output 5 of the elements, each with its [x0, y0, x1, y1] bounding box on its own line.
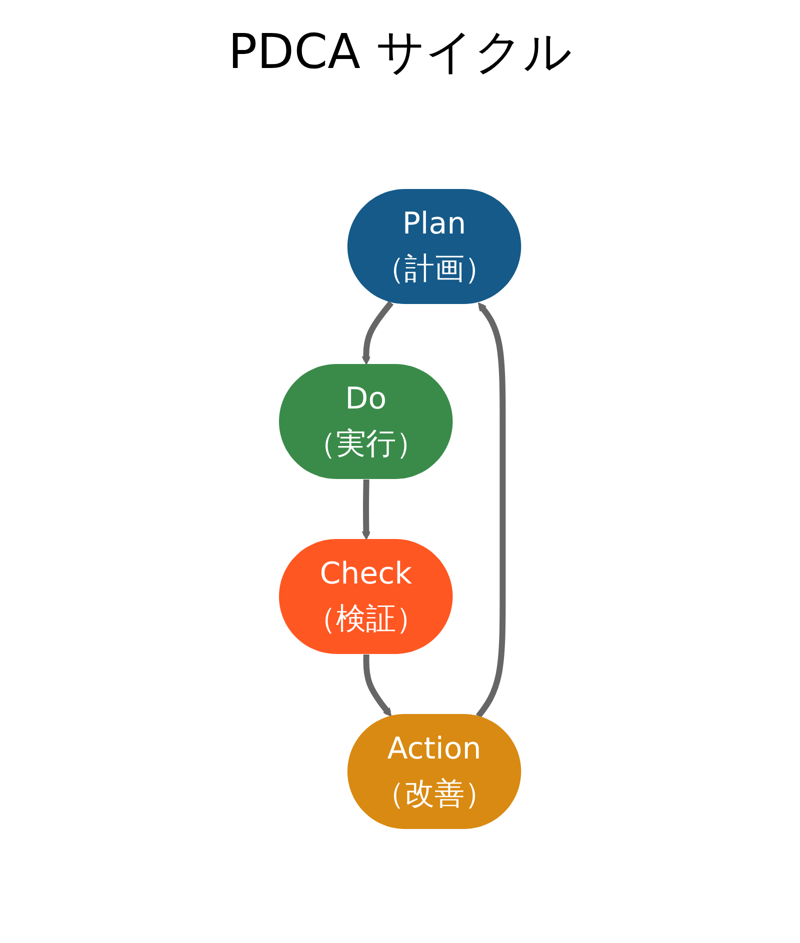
arrow	[476, 302, 506, 718]
diagram-title: PDCA サイクル	[227, 23, 573, 82]
arrow	[362, 479, 371, 540]
arrow	[363, 654, 392, 717]
arrow	[362, 300, 394, 365]
